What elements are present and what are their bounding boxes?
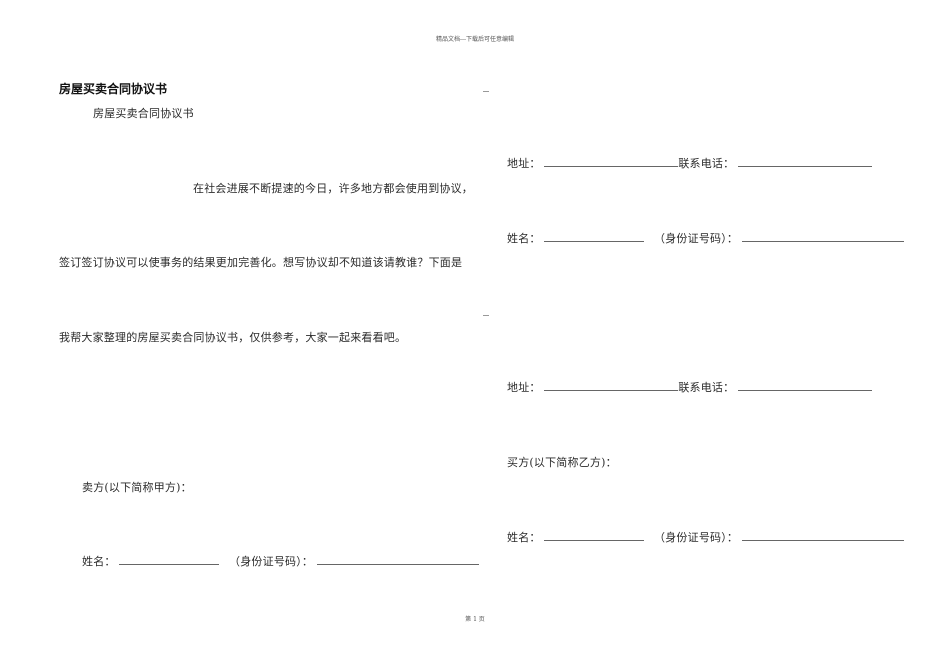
phone-label: 联系电话：: [678, 157, 735, 170]
phone-blank[interactable]: [738, 156, 873, 167]
intro-line-3: 我帮大家整理的房屋买卖合同协议书，仅供参考，大家一起来看看吧。: [59, 331, 407, 344]
seller-name-blank[interactable]: [119, 554, 220, 565]
column-marker: [483, 91, 489, 92]
intro-line-2: 签订签订协议可以使事务的结果更加完善化。想写协议却不知道该请教谁？下面是: [59, 256, 463, 269]
id-blank[interactable]: [741, 530, 904, 541]
name-blank[interactable]: [544, 530, 645, 541]
name-blank[interactable]: [544, 231, 645, 242]
seller-name-label: 姓名：: [82, 555, 116, 568]
buyer-label: 买方(以下简称乙方)：: [507, 456, 617, 469]
address-blank[interactable]: [544, 156, 679, 167]
address-blank[interactable]: [544, 380, 679, 391]
document-title: 房屋买卖合同协议书: [59, 82, 168, 96]
phone-blank[interactable]: [738, 380, 873, 391]
id-blank[interactable]: [741, 231, 904, 242]
page-number: 第 1 页: [465, 616, 485, 623]
intro-line-1: 在社会进展不断提速的今日，许多地方都会使用到协议，: [193, 182, 473, 195]
document-subtitle: 房屋买卖合同协议书: [93, 107, 194, 120]
name-row-2: 姓名： （身份证号码）：: [507, 529, 904, 545]
name-label: 姓名：: [507, 531, 541, 544]
id-label: （身份证号码）：: [654, 232, 739, 245]
seller-name-row: 姓名： （身份证号码）：: [82, 553, 479, 569]
column-marker: [483, 315, 489, 316]
seller-id-blank[interactable]: [316, 554, 479, 565]
address-label: 地址：: [507, 381, 541, 394]
name-row-1: 姓名： （身份证号码）：: [507, 230, 904, 246]
address-label: 地址：: [507, 157, 541, 170]
address-row-2: 地址： 联系电话：: [507, 379, 873, 395]
id-label: （身份证号码）：: [654, 531, 739, 544]
page-header-note: 精品文档---下载后可任意编辑: [435, 36, 515, 43]
seller-id-label: （身份证号码）：: [229, 555, 314, 568]
address-row-1: 地址： 联系电话：: [507, 155, 873, 171]
name-label: 姓名：: [507, 232, 541, 245]
seller-label: 卖方(以下简称甲方)：: [82, 481, 192, 494]
phone-label: 联系电话：: [678, 381, 735, 394]
